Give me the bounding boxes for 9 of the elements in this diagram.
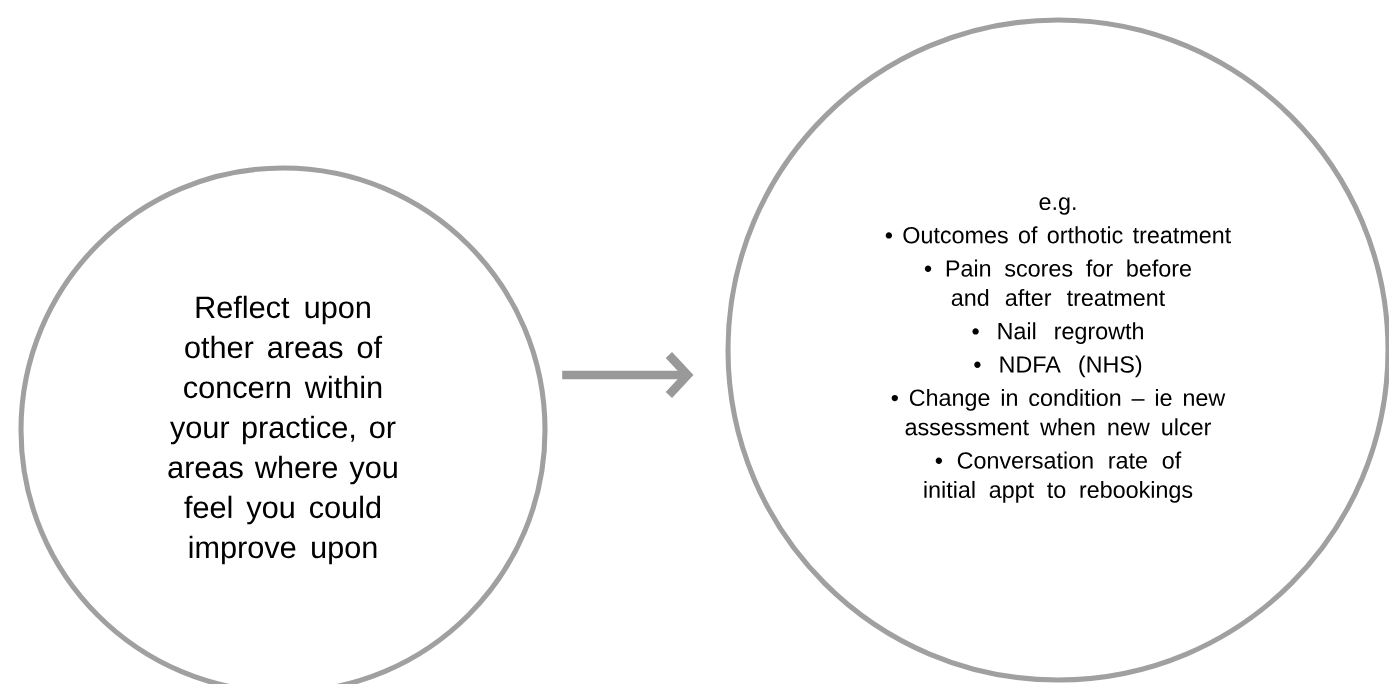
text: • Nail regrowth — [972, 322, 1143, 345]
text: • Conversation rate of initial appt to rebookings — [924, 451, 1193, 503]
text: • Outcomes of orthotic treatment — [885, 226, 1231, 244]
text: • NDFA (NHS) — [974, 355, 1142, 378]
text: • Change in condition – ie new assessment when new ulcer — [891, 388, 1226, 436]
text: • Pain scores for before and after treatment — [924, 259, 1191, 307]
arrow — [562, 352, 694, 398]
text: Reflect upon other areas of concern within your practice, or areas where you feel you could improve upon — [168, 295, 397, 565]
text: e.g. — [1039, 197, 1076, 215]
